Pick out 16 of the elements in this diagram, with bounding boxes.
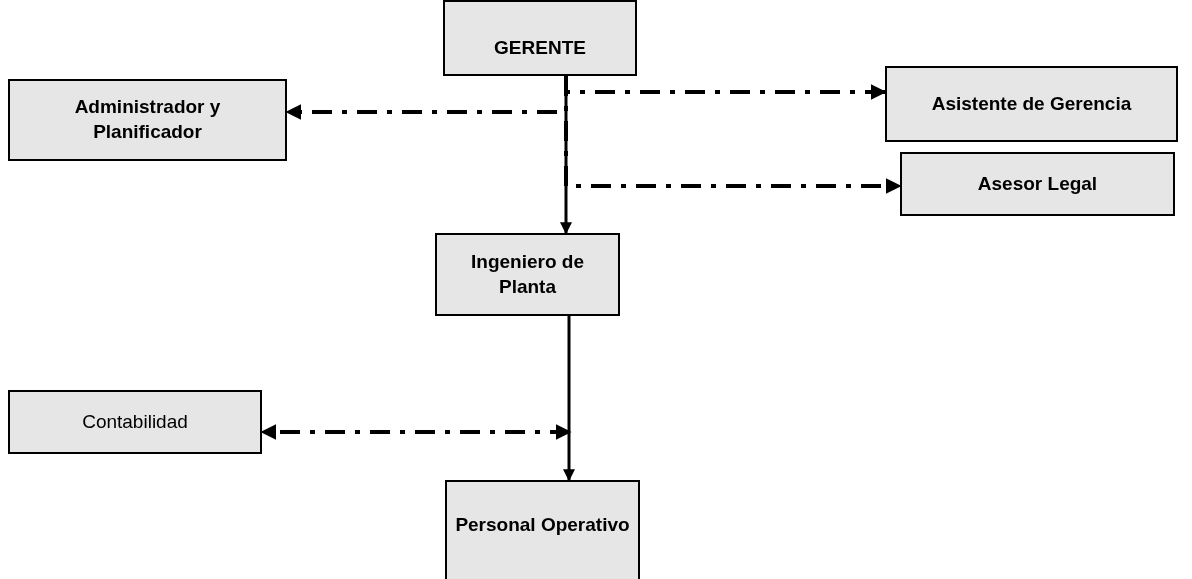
arrow <box>563 316 575 482</box>
box-label: GERENTE <box>494 35 586 60</box>
box-label: Personal Operativo <box>455 512 630 537</box>
box-label: Administrador y Planificador <box>73 95 222 144</box>
org-box <box>443 0 637 76</box>
box-label: Asesor Legal <box>977 171 1098 196</box>
arrow <box>564 76 902 194</box>
box-label: Contabilidad <box>82 409 188 434</box>
org-box <box>445 480 640 579</box>
box-label: Asistente de Gerencia <box>931 91 1132 116</box>
org-box <box>885 66 1178 142</box>
box-label: Ingeniero de Planta <box>470 249 585 299</box>
org-box <box>900 152 1175 216</box>
org-box <box>435 233 620 316</box>
org-box <box>8 79 287 161</box>
org-box <box>8 390 262 454</box>
